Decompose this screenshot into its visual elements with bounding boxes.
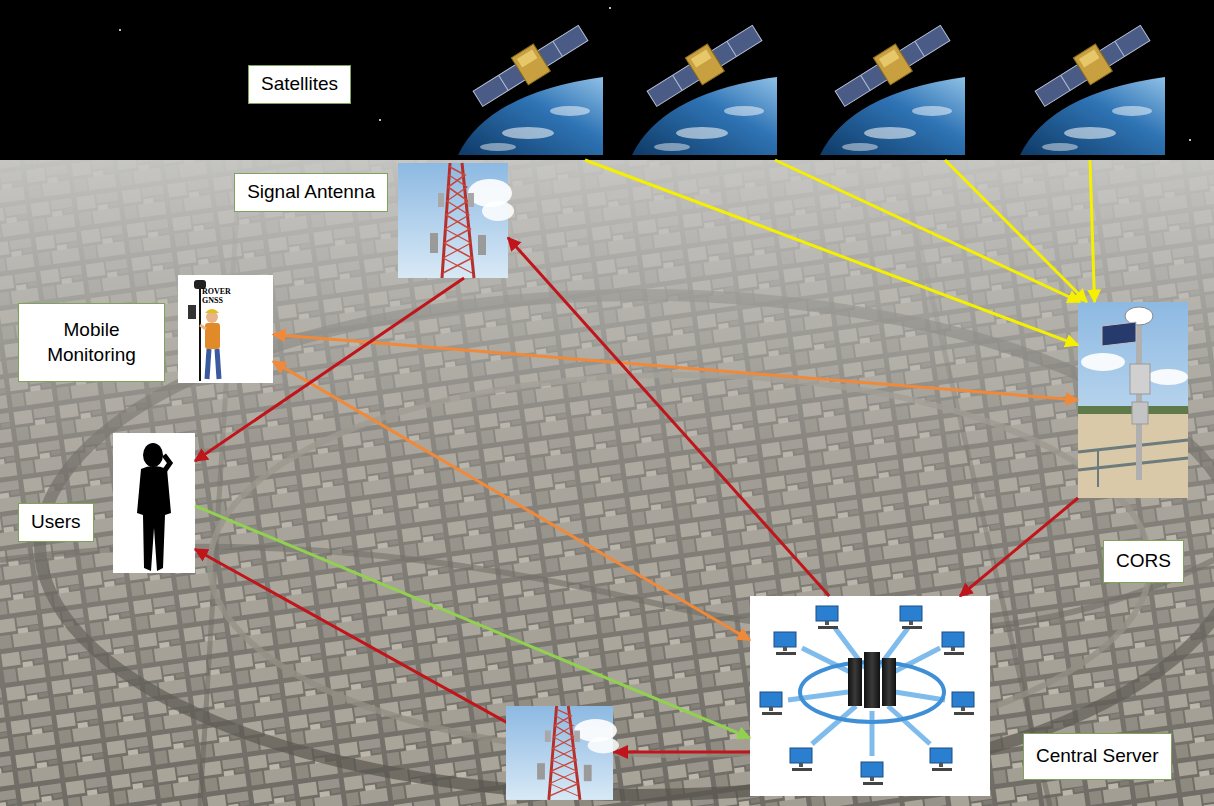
user-silhouette [137, 466, 171, 571]
signal-arrow [1090, 160, 1095, 302]
device-label: ROVER GNSS [202, 287, 240, 305]
server-picture [895, 692, 945, 700]
server-picture [861, 762, 883, 785]
label-text: Signal Antenna [247, 181, 375, 202]
label-text: Mobile Monitoring [47, 319, 136, 365]
satellite-band: Satellites [0, 0, 1214, 160]
user-silhouette [143, 443, 163, 467]
cors-station-picture [1078, 302, 1188, 498]
signal-arrow [945, 160, 1087, 302]
node-label: Mobile Monitoring [18, 303, 165, 382]
node-label: Satellites [248, 65, 351, 104]
server-picture [930, 748, 952, 771]
signal-antenna: Signal Antenna [398, 163, 508, 278]
server-picture [750, 596, 990, 796]
cors-station-picture [1078, 412, 1188, 498]
label-text: CORS [1116, 550, 1171, 571]
cors-station-picture [1078, 302, 1188, 498]
server-picture [900, 606, 922, 629]
rover-picture [188, 305, 196, 319]
server-picture [882, 658, 896, 706]
antenna-picture [398, 163, 514, 278]
cors-station-picture [1130, 364, 1150, 394]
signal-arrow [195, 278, 464, 461]
server-picture [790, 748, 812, 771]
cors-station: CORS [1078, 302, 1188, 498]
space-band [458, 19, 603, 155]
rover-picture [205, 309, 219, 313]
signal-arrow [195, 549, 750, 752]
cors-station-picture [1102, 322, 1136, 346]
space-band [1189, 139, 1191, 141]
server-picture [788, 692, 848, 700]
space-band [820, 19, 965, 155]
server-picture [774, 632, 796, 655]
server-picture [864, 652, 880, 708]
node-label: Central Server [1023, 733, 1172, 780]
server-picture [870, 711, 875, 756]
label-text: Users [31, 511, 81, 532]
signal-arrow [273, 334, 1078, 400]
rover-gnss: Mobile MonitoringROVER GNSS [178, 275, 273, 383]
cors-station-picture [1078, 458, 1188, 470]
antenna-picture [398, 163, 514, 278]
server-picture [760, 692, 782, 715]
label-text: Central Server [1036, 745, 1159, 766]
city-background [0, 160, 1214, 806]
space-band [0, 0, 1214, 160]
cors-station-picture [1097, 450, 1099, 487]
rover-picture [200, 325, 206, 329]
server-picture [848, 658, 862, 706]
relay-antenna-picture [506, 706, 619, 800]
server-picture [952, 692, 974, 715]
node-label: CORS [1103, 540, 1184, 583]
space-band [632, 19, 777, 155]
space-band [379, 119, 381, 121]
user-silhouette [163, 455, 170, 473]
central-server: Central Server [750, 596, 990, 796]
space-band [1020, 19, 1165, 155]
signal-arrow [273, 361, 750, 640]
space-band [0, 0, 1214, 160]
server-picture [788, 628, 945, 756]
cors-station-picture [1078, 440, 1188, 452]
cors-station-picture [1136, 320, 1142, 480]
server-picture [942, 632, 964, 655]
space-band [609, 7, 611, 9]
server-picture [750, 596, 990, 796]
space-band [119, 29, 121, 31]
label-text: Satellites [261, 73, 338, 94]
rover-picture [178, 275, 273, 383]
signal-arrow [775, 160, 1080, 302]
node-label: Users [18, 503, 94, 542]
signal-arrow [195, 506, 750, 738]
relay-arrowhead [613, 745, 628, 759]
rover-picture [217, 349, 219, 379]
rover-picture [199, 287, 201, 381]
rover-picture [178, 275, 273, 383]
server-picture [816, 606, 838, 629]
signal-arrow [960, 498, 1078, 596]
cors-station-picture [1132, 402, 1148, 424]
user-silhouette [113, 433, 195, 573]
user-silhouette [113, 433, 195, 573]
cors-station-picture [1081, 353, 1125, 371]
node-label: Signal Antenna [234, 173, 388, 212]
signal-arrow [508, 238, 829, 596]
rover-picture [207, 349, 209, 379]
cors-station-picture [1148, 369, 1188, 385]
label-text: ROVER GNSS [202, 287, 231, 305]
user: Users [113, 433, 195, 573]
rover-picture [205, 323, 220, 349]
relay-antenna-picture [506, 706, 619, 800]
